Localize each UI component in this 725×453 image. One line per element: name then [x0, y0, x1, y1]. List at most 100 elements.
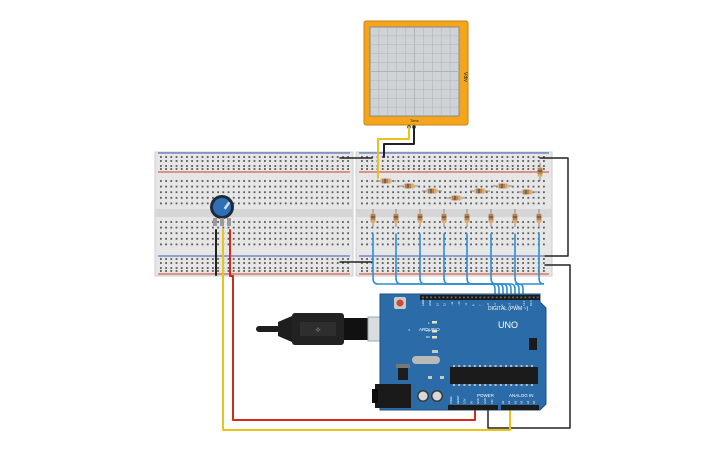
breadboard-hole[interactable] [342, 160, 344, 162]
breadboard-hole[interactable] [165, 196, 167, 199]
breadboard-hole[interactable] [361, 168, 363, 170]
breadboard-hole[interactable] [248, 185, 251, 188]
breadboard-hole[interactable] [248, 226, 251, 229]
breadboard-hole[interactable] [180, 156, 183, 158]
breadboard-hole[interactable] [165, 168, 167, 170]
breadboard-hole[interactable] [248, 202, 251, 205]
breadboard-hole[interactable] [454, 270, 457, 272]
breadboard-hole[interactable] [186, 180, 188, 182]
breadboard-hole[interactable] [186, 243, 188, 246]
breadboard-hole[interactable] [397, 262, 400, 264]
breadboard-hole[interactable] [449, 156, 452, 158]
breadboard-hole[interactable] [511, 226, 514, 229]
breadboard-hole[interactable] [543, 221, 545, 223]
breadboard-hole[interactable] [290, 226, 292, 229]
breadboard-hole[interactable] [470, 156, 472, 158]
breadboard-hole[interactable] [310, 180, 313, 182]
breadboard-hole[interactable] [439, 196, 441, 199]
breadboard-hole[interactable] [253, 243, 256, 246]
breadboard-hole[interactable] [248, 196, 251, 199]
breadboard-hole[interactable] [511, 185, 514, 188]
breadboard-hole[interactable] [444, 165, 446, 167]
breadboard-hole[interactable] [439, 221, 441, 223]
breadboard-hole[interactable] [227, 185, 230, 188]
breadboard-hole[interactable] [485, 165, 488, 167]
breadboard-hole[interactable] [232, 180, 235, 182]
breadboard-hole[interactable] [165, 258, 167, 260]
breadboard-hole[interactable] [310, 168, 313, 170]
breadboard-hole[interactable] [491, 196, 493, 199]
breadboard-hole[interactable] [290, 232, 292, 235]
breadboard-hole[interactable] [238, 202, 240, 205]
breadboard-hole[interactable] [501, 168, 504, 170]
breadboard-hole[interactable] [165, 165, 167, 167]
breadboard-hole[interactable] [165, 185, 167, 188]
breadboard-hole[interactable] [475, 165, 478, 167]
breadboard-hole[interactable] [413, 270, 415, 272]
breadboard-hole[interactable] [217, 243, 219, 246]
breadboard-hole[interactable] [433, 262, 436, 264]
breadboard-hole[interactable] [444, 160, 446, 162]
breadboard-hole[interactable] [423, 156, 426, 158]
header-pin[interactable] [528, 296, 531, 299]
breadboard-hole[interactable] [300, 258, 303, 260]
breadboard-hole[interactable] [264, 165, 266, 167]
breadboard-hole[interactable] [418, 232, 420, 235]
resistor-icon[interactable] [464, 209, 470, 227]
breadboard-hole[interactable] [517, 180, 519, 182]
breadboard-hole[interactable] [180, 221, 183, 223]
breadboard-hole[interactable] [336, 232, 339, 235]
breadboard-hole[interactable] [222, 168, 225, 170]
breadboard-hole[interactable] [310, 267, 313, 269]
breadboard-hole[interactable] [295, 185, 297, 188]
breadboard-hole[interactable] [485, 258, 488, 260]
breadboard-hole[interactable] [392, 258, 394, 260]
breadboard-hole[interactable] [480, 168, 483, 170]
breadboard-hole[interactable] [342, 221, 344, 223]
breadboard-hole[interactable] [295, 180, 297, 182]
breadboard-hole[interactable] [284, 196, 287, 199]
breadboard-hole[interactable] [212, 196, 214, 199]
breadboard-hole[interactable] [253, 267, 256, 269]
breadboard-hole[interactable] [496, 185, 498, 188]
breadboard-hole[interactable] [392, 160, 394, 162]
breadboard-hole[interactable] [347, 160, 349, 162]
breadboard-hole[interactable] [501, 270, 504, 272]
breadboard-hole[interactable] [527, 267, 530, 269]
breadboard-hole[interactable] [522, 262, 524, 264]
breadboard-hole[interactable] [279, 243, 282, 246]
breadboard-hole[interactable] [300, 196, 303, 199]
breadboard-hole[interactable] [496, 270, 498, 272]
breadboard-hole[interactable] [532, 165, 535, 167]
breadboard-hole[interactable] [527, 185, 530, 188]
breadboard-hole[interactable] [160, 267, 162, 269]
breadboard-hole[interactable] [290, 267, 292, 269]
breadboard-hole[interactable] [316, 262, 318, 264]
breadboard-hole[interactable] [196, 180, 199, 182]
breadboard-hole[interactable] [392, 221, 394, 223]
header-pin[interactable] [450, 296, 453, 299]
breadboard-hole[interactable] [295, 232, 297, 235]
breadboard-hole[interactable] [310, 270, 313, 272]
breadboard-hole[interactable] [206, 237, 209, 240]
breadboard-hole[interactable] [238, 156, 240, 158]
header-pin[interactable] [520, 296, 523, 299]
breadboard-hole[interactable] [475, 221, 478, 223]
breadboard-hole[interactable] [407, 267, 410, 269]
breadboard-hole[interactable] [423, 202, 426, 205]
breadboard-hole[interactable] [175, 165, 178, 167]
breadboard-hole[interactable] [201, 232, 204, 235]
breadboard-hole[interactable] [465, 191, 467, 194]
breadboard-hole[interactable] [186, 232, 188, 235]
breadboard-hole[interactable] [160, 262, 162, 264]
breadboard-hole[interactable] [470, 185, 472, 188]
breadboard-hole[interactable] [506, 258, 509, 260]
breadboard-hole[interactable] [444, 168, 446, 170]
breadboard-hole[interactable] [310, 160, 313, 162]
breadboard-hole[interactable] [310, 196, 313, 199]
breadboard-hole[interactable] [295, 221, 297, 223]
breadboard-hole[interactable] [366, 232, 368, 235]
digital-pin-wire[interactable] [514, 233, 521, 297]
breadboard-hole[interactable] [170, 191, 173, 194]
breadboard-hole[interactable] [248, 237, 251, 240]
